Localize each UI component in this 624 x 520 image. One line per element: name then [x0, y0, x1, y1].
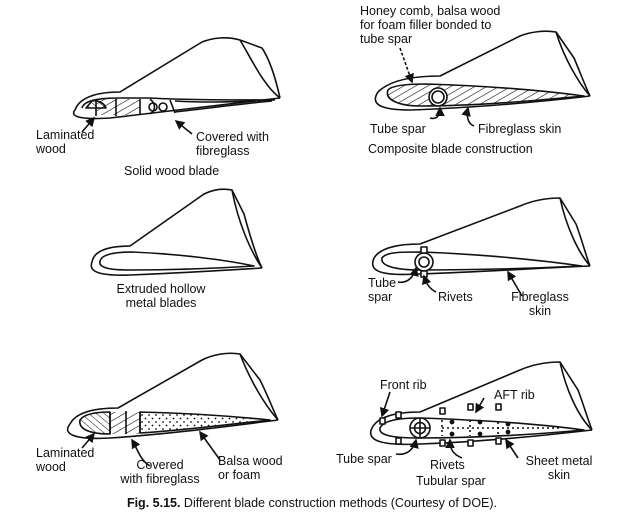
covered-5-l2: with fibreglass: [120, 472, 200, 486]
laminated-wood-leader: [81, 116, 96, 133]
composite-tube-spar-leader: [429, 106, 445, 120]
fibreglass-leader-4: [507, 270, 523, 297]
solid-wood-blade-drawing: [72, 37, 281, 120]
honeycomb-l3: tube spar: [360, 32, 413, 46]
balsa-5-l1: Balsa wood: [218, 454, 283, 468]
rivets-leader-6: [445, 438, 463, 459]
tube-spar-label-6: Tube spar: [336, 452, 392, 466]
composite-skin-leader: [461, 106, 475, 127]
figure-number: Fig. 5.15.: [126, 496, 181, 510]
extruded-hollow-blade-drawing: [90, 188, 263, 276]
tube-spar-4-l1: Tube: [368, 276, 397, 290]
covered-5-l1: Covered: [136, 458, 184, 472]
tube-spar-rivet-blade-drawing: [371, 197, 591, 278]
honeycomb-leader: [399, 47, 414, 84]
front-rib-label: Front rib: [380, 378, 427, 392]
aft-rib-leader: [475, 397, 485, 414]
tube-spar-4-l2: spar: [368, 290, 393, 304]
extruded-title-l1: Extruded hollow: [116, 282, 206, 296]
sheet-metal-l2: skin: [547, 468, 571, 482]
front-rib-leader: [379, 391, 391, 418]
solid-covered-l1: Covered with: [196, 130, 269, 144]
laminated-balsa-blade-drawing: [67, 352, 279, 440]
rivets-label-6: Rivets: [430, 458, 465, 472]
covered-fibreglass-leader: [174, 119, 193, 135]
aft-rib-label: AFT rib: [494, 388, 535, 402]
solid-wood-title: Solid wood blade: [124, 164, 220, 178]
composite-tube-spar-label: Tube spar: [370, 122, 426, 136]
solid-covered-l2: fibreglass: [196, 144, 250, 158]
tube-spar-leader-4: [397, 266, 419, 284]
balsa-leader-5: [199, 430, 221, 461]
tubular-spar-label: Tubular spar: [416, 474, 486, 488]
sheet-metal-l1: Sheet metal: [525, 454, 593, 468]
rivets-label-4: Rivets: [438, 290, 473, 304]
tube-spar-leader-6: [395, 438, 419, 456]
laminated-leader-5: [81, 432, 96, 449]
solid-laminated-l1: Laminated: [36, 128, 95, 142]
laminated-5-l2: wood: [36, 460, 66, 474]
figure-caption-text: Different blade construction methods (Co…: [180, 496, 498, 510]
sheet-metal-blade-drawing: [369, 361, 593, 447]
honeycomb-l1: Honey comb, balsa wood: [360, 4, 501, 18]
sheet-metal-leader: [505, 438, 519, 459]
fibreglass-4-l2: skin: [528, 304, 552, 318]
covered-leader-5: [131, 438, 151, 467]
composite-title: Composite blade construction: [368, 142, 533, 156]
extruded-title-l2: metal blades: [125, 296, 197, 310]
solid-laminated-l2: wood: [36, 142, 66, 156]
composite-fibreglass-skin-label: Fibreglass skin: [478, 122, 562, 136]
fibreglass-4-l1: Fibreglass: [511, 290, 569, 304]
balsa-5-l2: or foam: [218, 468, 261, 482]
honeycomb-l2: for foam filler bonded to: [360, 18, 492, 32]
laminated-5-l1: Laminated: [36, 446, 95, 460]
rivets-leader-4: [421, 274, 437, 293]
figure-caption: Fig. 5.15. Different blade construction …: [0, 496, 624, 510]
